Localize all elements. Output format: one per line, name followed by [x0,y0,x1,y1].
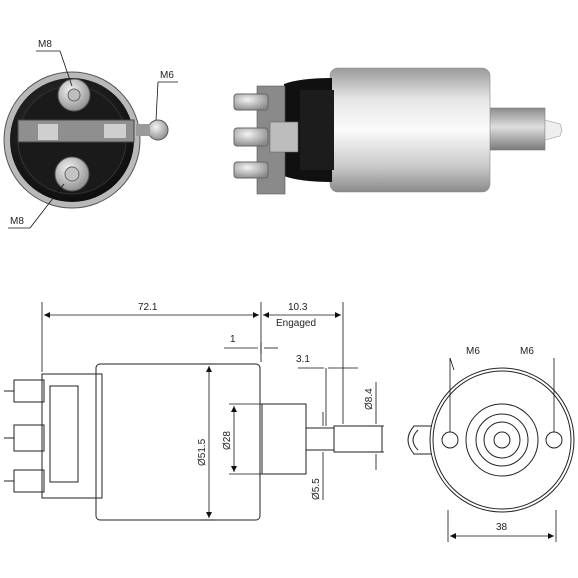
dim-step-3-1: 3.1 [296,354,310,365]
terminal-hole-left-icon [441,431,459,449]
dim-gap-1: 1 [230,334,236,345]
side-drawing [4,363,383,521]
dim-body-diameter: Ø51.5 [197,438,208,466]
label-m6-side: M6 [160,70,174,81]
side-view-photo [233,67,563,195]
terminal-hole-right-icon [545,431,563,449]
label-m8-top: M8 [38,39,52,50]
dim-tip-diameter: Ø8.4 [364,388,375,410]
label-m6-right: M6 [520,346,534,357]
dim-spacing-38: 38 [496,522,508,533]
m6-side-terminal-icon [147,119,169,141]
dim-engaged-label: Engaged [276,318,316,329]
label-m8-bottom: M8 [10,216,24,227]
label-m6-left: M6 [466,346,480,357]
dim-shaft-diameter: Ø5.5 [311,478,322,500]
end-drawing [407,367,575,513]
dim-engaged-10-3: 10.3 [288,302,308,313]
dim-length-72-1: 72.1 [138,302,158,313]
end-view-photo [3,71,169,209]
dim-nose-diameter: Ø28 [222,431,233,450]
